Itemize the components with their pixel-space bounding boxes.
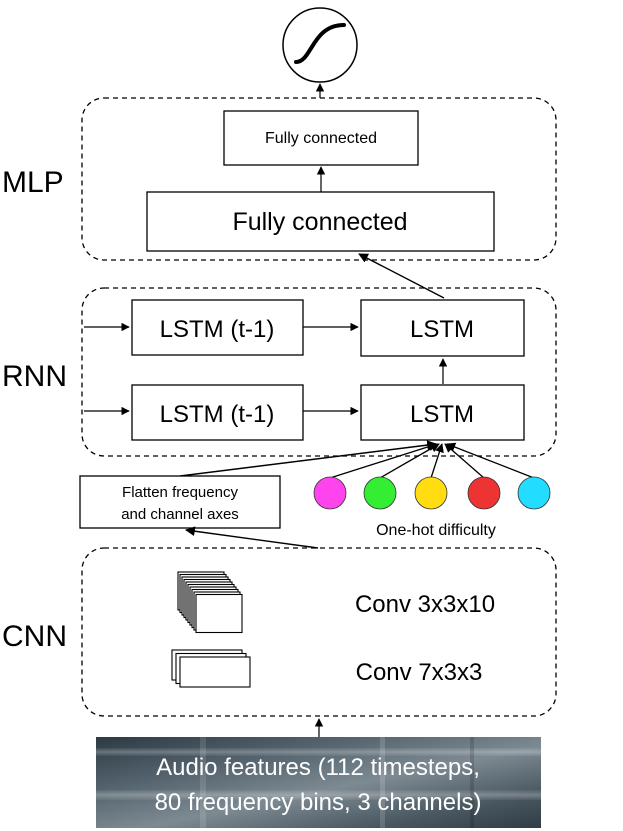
- conv2-filter-stack-icon: [171, 649, 251, 688]
- difficulty-dots: [313, 476, 551, 510]
- lstm-prev-bottom-label: LSTM (t-1): [160, 401, 275, 428]
- audio-features-box: Audio features (112 timesteps, 80 freque…: [96, 737, 541, 828]
- flatten-label-line1: Flatten frequency: [122, 484, 238, 501]
- cnn-section-label: CNN: [2, 620, 67, 653]
- lstm-top-label: LSTM: [410, 316, 474, 343]
- flatten-box: [79, 475, 281, 529]
- cnn-section-box: [81, 547, 557, 717]
- difficulty-dot: [313, 476, 347, 510]
- audio-label-line1: Audio features (112 timesteps,: [156, 754, 480, 781]
- arrow-difficulty-4: [444, 443, 485, 479]
- conv1-filter-stack-icon: [177, 571, 243, 634]
- audio-spectrogram-streak: [470, 737, 474, 828]
- difficulty-dot: [414, 476, 448, 510]
- rnn-section-box: [81, 287, 557, 457]
- arrow-difficulty-5: [446, 442, 535, 479]
- lstm-top-box: [360, 299, 525, 357]
- output-circle: [282, 7, 358, 83]
- mlp-section-box: [81, 97, 557, 261]
- filter-layer: [179, 656, 251, 688]
- arrow-rnn-to-mlp: [358, 253, 445, 299]
- audio-spectrogram-streak: [96, 790, 541, 800]
- arrow-difficulty-2: [379, 443, 440, 479]
- audio-label-line2: 80 frequency bins, 3 channels): [155, 789, 482, 816]
- difficulty-arrows: [329, 442, 535, 479]
- audio-spectrogram-streak: [96, 748, 541, 756]
- fc-large-box: [146, 191, 495, 252]
- audio-spectrogram-streak: [380, 737, 385, 828]
- lstm-bottom-box: [360, 384, 525, 441]
- lstm-prev-top-box: [131, 299, 304, 356]
- flatten-label-line2: and channel axes: [121, 506, 239, 523]
- arrow-difficulty-3: [430, 443, 444, 479]
- difficulty-dot: [363, 476, 397, 510]
- filter-layer: [195, 593, 243, 634]
- rnn-section-label: RNN: [2, 360, 67, 393]
- difficulty-dot: [517, 476, 551, 510]
- difficulty-dot: [467, 476, 501, 510]
- difficulty-label: One-hot difficulty: [376, 522, 496, 539]
- fc-small-label: Fully connected: [265, 130, 377, 147]
- output-node: [282, 7, 358, 83]
- sigmoid-icon: [294, 23, 346, 64]
- lstm-prev-top-label: LSTM (t-1): [160, 316, 275, 343]
- arrow-cnn-to-flatten: [185, 526, 319, 549]
- fc-large-label: Fully connected: [232, 208, 407, 236]
- audio-spectrogram-streak: [200, 737, 206, 828]
- lstm-prev-bottom-box: [131, 384, 304, 441]
- arrow-flatten-to-lstm: [179, 440, 437, 477]
- lstm-bottom-label: LSTM: [410, 401, 474, 428]
- mlp-section-label: MLP: [2, 166, 64, 199]
- conv1-label: Conv 3x3x10: [355, 591, 495, 618]
- fc-small-box: [223, 110, 419, 166]
- arrow-difficulty-1: [329, 442, 438, 479]
- conv2-label: Conv 7x3x3: [356, 659, 483, 686]
